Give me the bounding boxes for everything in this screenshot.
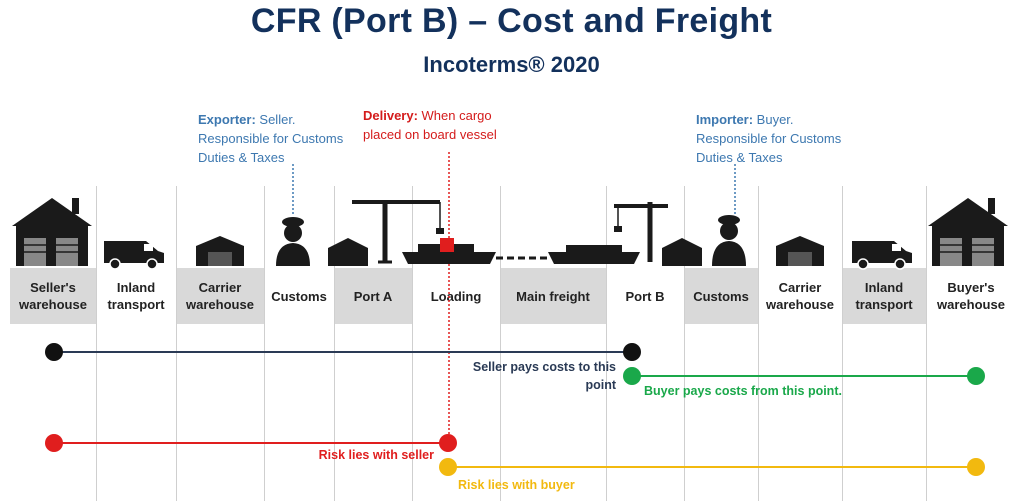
column-divider — [842, 186, 843, 501]
stage-label: Port B — [625, 288, 665, 304]
stage-label: Customs — [693, 288, 749, 304]
warehouse-icon — [196, 236, 244, 266]
importer-note-head: Importer: — [696, 112, 754, 127]
column-divider — [264, 186, 265, 501]
stage-inland-transport: Inland transport — [96, 268, 176, 324]
stage-main-freight: Main freight — [500, 268, 606, 324]
stage-label: Loading — [430, 288, 482, 304]
warehouse-icon — [662, 238, 702, 266]
stage-carrier-warehouse: Carrier warehouse — [176, 268, 264, 324]
seller-costs-label: Seller pays costs to this point — [472, 360, 616, 392]
column-divider — [334, 186, 335, 501]
column-divider — [926, 186, 927, 501]
stage-label: Main freight — [516, 288, 590, 304]
delivery-note: Delivery: When cargo placed on board ves… — [363, 106, 503, 144]
crane-icon — [614, 202, 668, 262]
stage-label: Carrier warehouse — [766, 280, 834, 312]
column-divider — [412, 186, 413, 501]
stage-label: Buyer's warehouse — [937, 280, 1005, 312]
stage-label: Inland transport — [107, 280, 165, 312]
stage-buyers-warehouse: Buyer's warehouse — [926, 268, 1016, 324]
exporter-note: Exporter: Seller. Responsible for Custom… — [198, 110, 358, 167]
stage-inland-transport-b: Inland transport — [842, 268, 926, 324]
exporter-note-head: Exporter: — [198, 112, 256, 127]
stage-label: Carrier warehouse — [186, 280, 254, 312]
column-divider — [758, 186, 759, 501]
warehouse-icon — [328, 238, 368, 266]
stage-label: Inland transport — [855, 280, 913, 312]
buyer-risk-label: Risk lies with buyer — [458, 478, 575, 492]
stage-loading: Loading — [412, 268, 500, 324]
exporter-note-text: Seller. Responsible for Customs Duties &… — [198, 112, 344, 165]
warehouse-icon — [776, 236, 824, 266]
column-divider — [96, 186, 97, 501]
van-icon — [104, 241, 164, 270]
importer-note-text: Buyer. Responsible for Customs Duties & … — [696, 112, 842, 165]
ship-icon — [402, 238, 496, 264]
stage-carrier-warehouse-b: Carrier warehouse — [758, 268, 842, 324]
stage-port-b: Port B — [606, 268, 684, 324]
customs-officer-icon — [712, 215, 746, 266]
customs-officer-icon — [276, 217, 310, 266]
seller-costs-line — [45, 343, 641, 361]
delivery-note-text: When cargo placed on board vessel — [363, 108, 497, 142]
stage-label: Port A — [353, 288, 393, 304]
column-divider — [684, 186, 685, 501]
stage-customs: Customs — [264, 268, 334, 324]
delivery-note-head: Delivery: — [363, 108, 418, 123]
crane-icon — [352, 200, 444, 264]
page-subtitle: Incoterms® 2020 — [423, 52, 600, 77]
buyer-costs-label: Buyer pays costs from this point. — [644, 384, 842, 398]
stage-label: Seller's warehouse — [19, 280, 87, 312]
house-icon — [928, 198, 1008, 266]
column-divider — [606, 186, 607, 501]
buyer-costs-line — [623, 367, 985, 385]
importer-note: Importer: Buyer. Responsible for Customs… — [696, 110, 856, 167]
column-divider — [500, 186, 501, 501]
house-icon — [12, 198, 92, 266]
buyer-risk-line — [439, 458, 985, 476]
stage-customs-b: Customs — [684, 268, 758, 324]
page-title: CFR (Port B) – Cost and Freight — [250, 2, 773, 40]
van-icon — [852, 241, 912, 270]
column-divider — [176, 186, 177, 501]
ship-icon — [548, 245, 640, 264]
seller-risk-label: Risk lies with seller — [318, 448, 434, 462]
seller-risk-line — [45, 434, 457, 452]
stage-sellers-warehouse: Seller's warehouse — [10, 268, 96, 324]
stage-label: Customs — [271, 288, 327, 304]
stage-port-a: Port A — [334, 268, 412, 324]
